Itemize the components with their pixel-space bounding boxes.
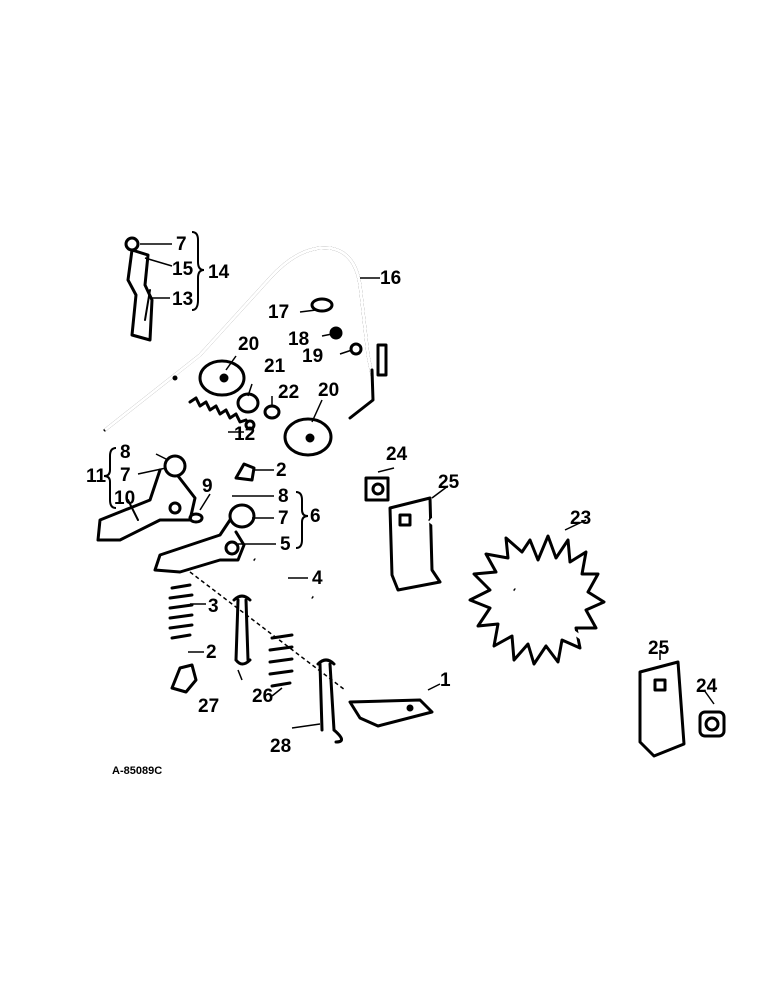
- callout-20-lower: 20: [318, 380, 339, 401]
- callout-9: 9: [202, 476, 213, 497]
- callout-8-left: 8: [120, 442, 131, 463]
- callout-12: 12: [234, 424, 255, 445]
- braces: [103, 231, 309, 549]
- part-25-bracket-lower: [638, 660, 686, 758]
- part-23-sprocket: [428, 518, 642, 682]
- part-12-spring: [188, 396, 256, 431]
- callout-2-upper: 2: [276, 460, 287, 481]
- callout-20-upper: 20: [238, 334, 259, 355]
- callout-7: 7: [176, 234, 187, 255]
- callout-18: 18: [288, 329, 309, 350]
- part-22-bushing: [263, 404, 281, 420]
- part-27-spring-rod: [232, 594, 252, 666]
- small-hardware: [310, 297, 363, 356]
- callout-labels: 7 15 14 13 16 17 18 19 20 21 22 20 12 2 …: [86, 234, 718, 757]
- callout-5: 5: [280, 534, 291, 555]
- part-16-curved-bar: [103, 246, 388, 432]
- part-24-block-lower: [698, 710, 726, 738]
- part-2-bracket-upper: [234, 462, 256, 482]
- part-14-assembly: [124, 236, 154, 342]
- leader-lines: [137, 243, 715, 729]
- callout-25-lower: 25: [648, 638, 670, 659]
- callout-24-upper: 24: [386, 444, 408, 465]
- part-26-spring: [268, 633, 294, 688]
- drawing-reference: A-85089C: [112, 765, 162, 777]
- callout-4: 4: [312, 568, 323, 589]
- callout-7-left: 7: [120, 465, 131, 486]
- part-2-bracket-lower: [170, 663, 198, 694]
- callout-21: 21: [264, 356, 286, 377]
- part-21-bushing: [236, 392, 260, 414]
- callout-22: 22: [278, 382, 299, 403]
- part-3-spring: [168, 583, 194, 640]
- part-20-wheel-upper: [198, 359, 246, 397]
- callout-3: 3: [208, 596, 219, 617]
- callout-26: 26: [252, 686, 273, 707]
- part-28-spring-rod: [316, 658, 343, 744]
- callout-6: 6: [310, 506, 321, 527]
- callout-27: 27: [198, 696, 219, 717]
- part-6-assembly: [153, 503, 256, 574]
- part-25-bracket-upper: [388, 496, 442, 592]
- part-20-wheel-lower: [283, 417, 333, 457]
- part-24-block-upper: [364, 476, 390, 502]
- part-1-blade: [348, 698, 434, 728]
- callout-19: 19: [302, 346, 323, 367]
- callout-23: 23: [570, 508, 591, 529]
- callout-1: 1: [440, 670, 451, 691]
- callout-24-lower: 24: [696, 676, 718, 697]
- callout-15: 15: [172, 259, 194, 280]
- callout-7-right: 7: [278, 508, 289, 529]
- callout-2-lower: 2: [206, 642, 217, 663]
- callout-13: 13: [172, 289, 193, 310]
- callout-17: 17: [268, 302, 289, 323]
- callout-14: 14: [208, 262, 230, 283]
- callout-11: 11: [86, 466, 107, 487]
- callout-8-right: 8: [278, 486, 289, 507]
- part-9-pin: [188, 512, 204, 524]
- callout-16: 16: [380, 268, 401, 289]
- part-11-assembly: [96, 454, 197, 542]
- callout-10: 10: [114, 488, 135, 509]
- callout-28: 28: [270, 736, 291, 757]
- part-4-shaft: [253, 558, 314, 599]
- callout-25-upper: 25: [438, 472, 460, 493]
